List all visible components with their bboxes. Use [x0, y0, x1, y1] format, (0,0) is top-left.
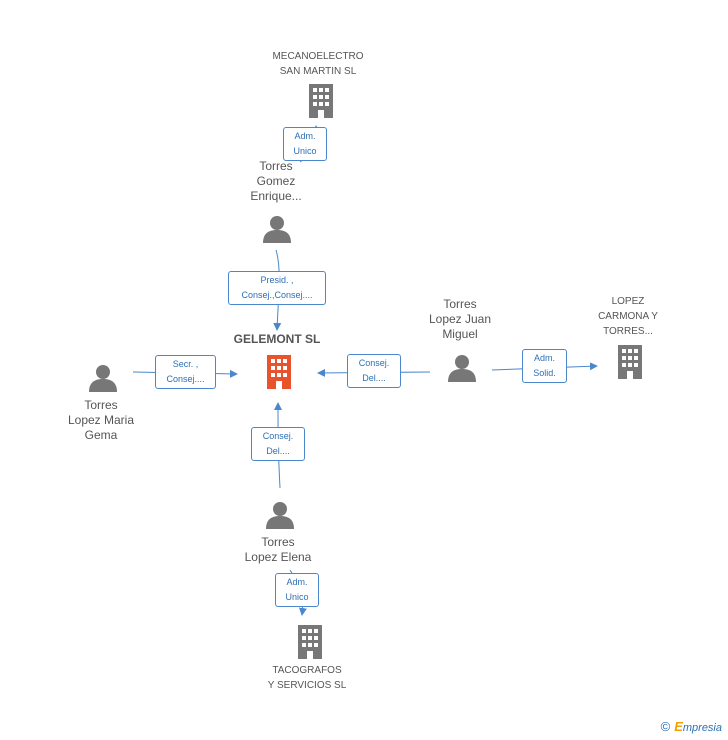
role-box-consej-del-juan[interactable]: Consej. Del.... [347, 354, 401, 388]
building-icon-highlighted[interactable] [265, 355, 293, 389]
person-icon[interactable] [89, 364, 117, 392]
role-box-consej-del-elena[interactable]: Consej. Del.... [251, 427, 305, 461]
person-label-torres-maria[interactable]: Torres Lopez Maria Gema [67, 398, 135, 442]
company-label-lopez-carmona[interactable]: LOPEZ CARMONA Y TORRES... [598, 296, 658, 337]
person-icon[interactable] [448, 354, 476, 382]
footer-brand: ©Empresia [661, 719, 722, 734]
building-icon[interactable] [616, 345, 644, 379]
copyright-symbol: © [660, 719, 671, 734]
company-label-mecanoelectro[interactable]: MECANOELECTRO SAN MARTIN SL [272, 51, 364, 77]
role-box-adm-unico-elena[interactable]: Adm. Unico [275, 573, 319, 607]
person-icon[interactable] [266, 501, 294, 529]
center-company-label[interactable]: GELEMONT SL [233, 332, 321, 346]
role-box-secr[interactable]: Secr. , Consej.... [155, 355, 216, 389]
company-label-tacografos[interactable]: TACOGRAFOS Y SERVICIOS SL [267, 665, 347, 691]
role-box-adm-unico[interactable]: Adm. Unico [283, 127, 327, 161]
role-box-adm-solid[interactable]: Adm. Solid. [522, 349, 567, 383]
building-icon[interactable] [307, 84, 335, 118]
person-label-torres-elena[interactable]: Torres Lopez Elena [244, 535, 312, 564]
role-box-presid[interactable]: Presid. , Consej.,Consej.... [228, 271, 326, 305]
building-icon[interactable] [296, 625, 324, 659]
brand-logo-text: mpresia [682, 722, 722, 734]
brand-logo-initial: E [674, 719, 683, 734]
person-icon[interactable] [263, 215, 291, 243]
person-label-torres-gomez[interactable]: Torres Gomez Enrique... [250, 159, 302, 203]
person-label-torres-juan[interactable]: Torres Lopez Juan Miguel [428, 297, 492, 341]
